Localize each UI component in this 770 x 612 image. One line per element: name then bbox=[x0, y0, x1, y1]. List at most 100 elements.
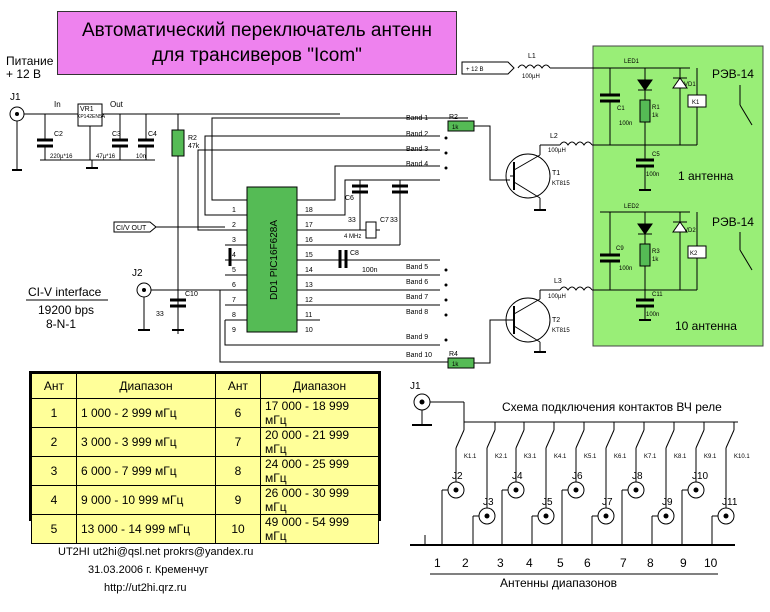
svg-text:РЭВ-14: РЭВ-14 bbox=[712, 67, 754, 81]
svg-text:KT815: KT815 bbox=[552, 328, 570, 334]
svg-text:Антенны диапазонов: Антенны диапазонов bbox=[500, 576, 617, 590]
cap-c3: C3 47µ*16 bbox=[96, 114, 128, 160]
cap-c8 bbox=[320, 250, 348, 268]
svg-text:19200 bps: 19200 bps bbox=[38, 303, 94, 317]
inductor-l2 bbox=[559, 141, 593, 146]
svg-text:7: 7 bbox=[620, 556, 627, 570]
table-cell: 3 000 - 3 999 мГц bbox=[76, 427, 216, 457]
svg-text:L2: L2 bbox=[550, 133, 558, 140]
svg-text:LED1: LED1 bbox=[624, 59, 640, 65]
svg-text:4: 4 bbox=[232, 252, 236, 259]
svg-text:+ 12 В: + 12 В bbox=[466, 67, 484, 73]
svg-text:R2: R2 bbox=[449, 114, 458, 121]
svg-text:4 MHz: 4 MHz bbox=[344, 234, 361, 240]
svg-text:Band 3: Band 3 bbox=[406, 146, 428, 153]
table-cell: 49 000 - 54 999 мГц bbox=[260, 514, 379, 544]
svg-text:C11: C11 bbox=[652, 292, 663, 298]
svg-text:9: 9 bbox=[680, 556, 687, 570]
svg-text:VR1: VR1 bbox=[80, 106, 94, 113]
svg-text:LED2: LED2 bbox=[624, 204, 640, 210]
jack-label: J2 bbox=[452, 471, 463, 482]
table-cell: 3 bbox=[31, 456, 77, 486]
civ-line-1: CI-V interface bbox=[28, 285, 102, 299]
svg-text:14: 14 bbox=[305, 267, 313, 274]
svg-text:R1: R1 bbox=[652, 105, 660, 111]
svg-text:VD1: VD1 bbox=[684, 82, 696, 88]
contact-label: K4.1 bbox=[554, 454, 567, 460]
svg-text:C5: C5 bbox=[652, 152, 660, 158]
svg-text:12: 12 bbox=[305, 297, 313, 304]
svg-text:K1: K1 bbox=[692, 100, 700, 106]
svg-text:6: 6 bbox=[584, 556, 591, 570]
svg-text:1 антенна: 1 антенна bbox=[678, 169, 734, 183]
svg-text:47k: 47k bbox=[188, 143, 200, 150]
svg-text:R4: R4 bbox=[449, 351, 458, 358]
contact-label: K3.1 bbox=[524, 454, 537, 460]
svg-text:31.03.2006 г. Кременчуг: 31.03.2006 г. Кременчуг bbox=[88, 564, 209, 576]
svg-text:UT2HI ut2hi@qsl.net prokrs: UT2HI ut2hi@qsl.net prokrs@yandex.ru bbox=[58, 546, 253, 558]
svg-text:C4: C4 bbox=[148, 131, 157, 138]
svg-text:10: 10 bbox=[704, 556, 718, 570]
svg-text:47µ*16: 47µ*16 bbox=[96, 154, 116, 160]
svg-text:10 антенна: 10 антенна bbox=[675, 319, 737, 333]
jack-label: J4 bbox=[512, 471, 523, 482]
table-cell: 2 bbox=[31, 427, 77, 457]
svg-text:C10: C10 bbox=[185, 291, 198, 298]
svg-text:2: 2 bbox=[462, 556, 469, 570]
svg-text:CI/V OUT: CI/V OUT bbox=[116, 225, 147, 232]
relay-contact bbox=[486, 429, 496, 449]
svg-text:DD1 PIC16F628A: DD1 PIC16F628A bbox=[269, 220, 280, 300]
relay-contact bbox=[605, 429, 615, 449]
svg-text:1k: 1k bbox=[652, 257, 659, 263]
table-cell: 8 bbox=[215, 456, 261, 486]
relay-contact bbox=[635, 429, 645, 449]
relay-scheme-title: Схема подключения контактов ВЧ реле bbox=[502, 400, 722, 414]
contact-label: K1.1 bbox=[464, 454, 477, 460]
svg-text:Band 10: Band 10 bbox=[406, 352, 432, 359]
relay-contact bbox=[515, 429, 525, 449]
table-cell: 13 000 - 14 999 мГц bbox=[76, 514, 216, 544]
svg-text:17: 17 bbox=[305, 222, 313, 229]
svg-text:Band 2: Band 2 bbox=[406, 131, 428, 138]
svg-text:KT815: KT815 bbox=[552, 181, 570, 187]
svg-text:J1: J1 bbox=[410, 381, 421, 392]
svg-text:100n: 100n bbox=[646, 172, 659, 178]
svg-text:9: 9 bbox=[232, 327, 236, 334]
svg-text:100n: 100n bbox=[619, 121, 632, 127]
svg-text:8: 8 bbox=[232, 312, 236, 319]
svg-text:L1: L1 bbox=[528, 53, 536, 60]
svg-text:13: 13 bbox=[305, 282, 313, 289]
power-label-2: + 12 В bbox=[6, 67, 41, 81]
svg-text:1k: 1k bbox=[452, 362, 459, 368]
jack-label: J11 bbox=[722, 497, 738, 508]
svg-text:1: 1 bbox=[232, 207, 236, 214]
jack-label: J6 bbox=[572, 471, 583, 482]
table-cell: 1 000 - 2 999 мГц bbox=[76, 398, 216, 428]
table-cell: 9 bbox=[215, 485, 261, 515]
table-cell: 5 bbox=[31, 514, 77, 544]
col-header: Диапазон bbox=[260, 373, 379, 399]
svg-text:33: 33 bbox=[390, 217, 398, 224]
relay-contacts: K1.1J2K2.1J3K3.1J4K4.1J5K5.1J6K6.1J7K7.1… bbox=[441, 422, 750, 545]
relay-contact bbox=[545, 429, 555, 449]
contact-label: K5.1 bbox=[584, 454, 597, 460]
col-header: Ант bbox=[215, 373, 261, 399]
jack-label: J5 bbox=[542, 497, 553, 508]
table-cell: 7 bbox=[215, 427, 261, 457]
svg-text:100µH: 100µH bbox=[522, 74, 540, 80]
table-cell: 10 bbox=[215, 514, 261, 544]
relay-block-1 bbox=[600, 67, 753, 191]
svg-text:10n: 10n bbox=[136, 154, 146, 160]
table-cell: 4 bbox=[31, 485, 77, 515]
contact-label: K2.1 bbox=[495, 454, 508, 460]
svg-text:6: 6 bbox=[232, 282, 236, 289]
svg-text:Band 9: Band 9 bbox=[406, 334, 428, 341]
jack-label: J9 bbox=[662, 497, 673, 508]
title-box: Автоматический переключатель антенн для … bbox=[57, 11, 457, 75]
svg-text:4: 4 bbox=[526, 556, 533, 570]
svg-text:C3: C3 bbox=[112, 131, 121, 138]
svg-text:KP142EN5A: KP142EN5A bbox=[77, 114, 106, 120]
